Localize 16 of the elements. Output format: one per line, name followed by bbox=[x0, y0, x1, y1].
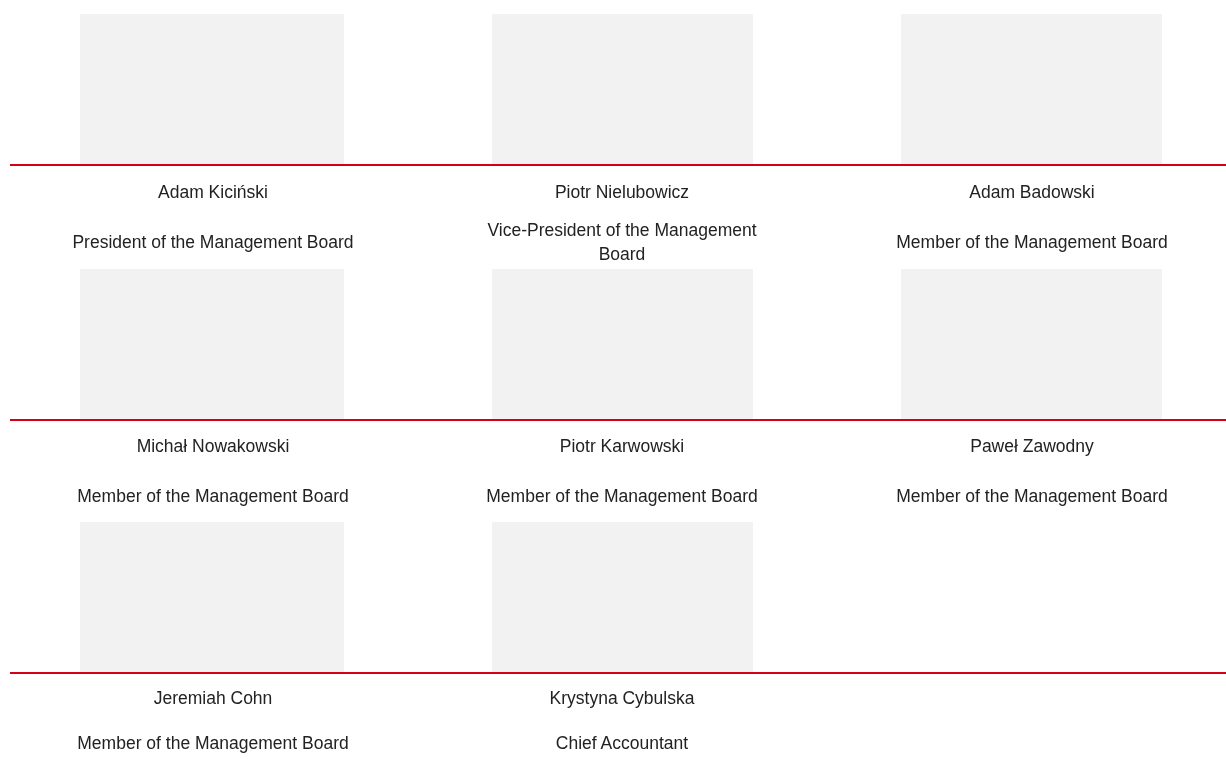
job-title: Chief Accountant bbox=[554, 732, 690, 755]
job-title: Member of the Management Board bbox=[895, 485, 1169, 508]
job-title: Member of the Management Board bbox=[485, 485, 759, 508]
person-name: Piotr Nielubowicz bbox=[553, 181, 691, 204]
person-name: Adam Badowski bbox=[968, 181, 1096, 204]
job-title: Member of the Management Board bbox=[76, 732, 350, 755]
person-name: Krystyna Cybulska bbox=[548, 687, 696, 710]
person-name: Paweł Zawodny bbox=[969, 435, 1095, 458]
person-name: Piotr Karwowski bbox=[558, 435, 686, 458]
person-name: Jeremiah Cohn bbox=[152, 687, 274, 710]
person-name: Adam Kiciński bbox=[157, 181, 269, 204]
job-title: Member of the Management Board bbox=[76, 485, 350, 508]
job-title: Member of the Management Board bbox=[895, 231, 1169, 254]
job-title: President of the Management Board bbox=[71, 231, 355, 254]
job-title: Vice-President of the Management Board bbox=[486, 219, 758, 266]
person-name: Michał Nowakowski bbox=[135, 435, 291, 458]
